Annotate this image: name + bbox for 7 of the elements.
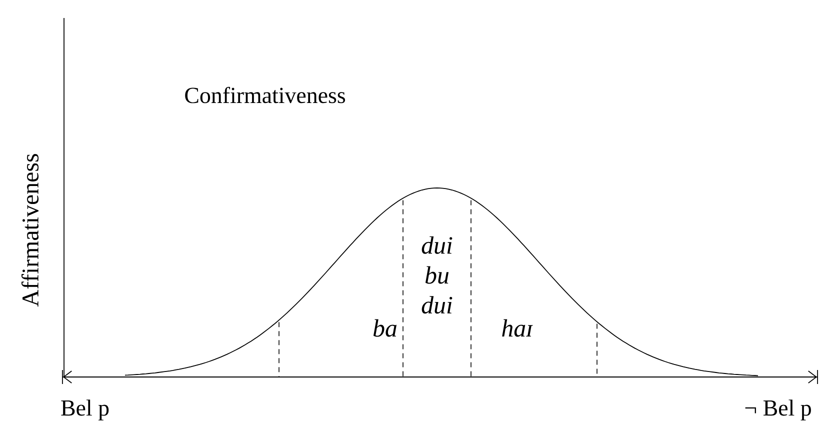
- region-label: haɪ: [502, 319, 533, 337]
- region-label: dui bu dui: [422, 236, 452, 314]
- axis-label: ¬ Bel p: [745, 400, 811, 420]
- axis-label: Affirmativeness: [21, 154, 39, 307]
- title: Confirmativeness: [185, 86, 346, 104]
- axis-label: Bel p: [61, 400, 109, 420]
- region-label: ba: [373, 319, 397, 337]
